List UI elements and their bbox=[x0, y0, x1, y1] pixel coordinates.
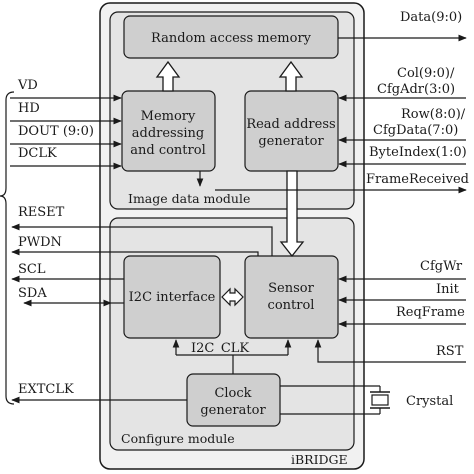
signal-reset-label: RESET bbox=[18, 205, 65, 220]
readaddr-to-sensor-hollow-arrow bbox=[279, 170, 305, 258]
image-data-module-label: Image data module bbox=[128, 191, 250, 206]
input-signals-bracket bbox=[0, 91, 15, 405]
signal-pwdn-label: PWDN bbox=[18, 235, 62, 250]
signal-dclk-label: DCLK bbox=[18, 146, 57, 161]
readaddr-to-ram-hollow-arrow bbox=[278, 60, 304, 92]
signal-byteindex-label: ByteIndex(1:0) bbox=[369, 145, 467, 160]
clock-generator-label-line2: generator bbox=[200, 403, 266, 418]
signal-cfgwr-label: CfgWr bbox=[420, 259, 463, 274]
ram-block bbox=[123, 15, 339, 59]
sensor-control-label-line1: Sensor bbox=[268, 281, 314, 296]
signal-framereceived-label: FrameReceived bbox=[366, 172, 469, 187]
memory-addressing-label-line3: and control bbox=[130, 143, 205, 158]
signal-rst-label: RST bbox=[436, 344, 464, 359]
signal-extclk-label: EXTCLK bbox=[18, 382, 74, 397]
signal-data-label: Data(9:0) bbox=[400, 10, 462, 25]
signal-pwdn-line bbox=[11, 248, 259, 256]
signal-scl-label: SCL bbox=[18, 262, 46, 277]
signal-cfgadr-label: CfgAdr(3:0) bbox=[377, 82, 455, 97]
i2c-interface-label: I2C interface bbox=[129, 290, 216, 305]
crystal-label: Crystal bbox=[406, 394, 453, 409]
configure-module-label: Configure module bbox=[121, 431, 235, 446]
signal-cfgdata-label: CfgData(7:0) bbox=[373, 123, 458, 138]
mem-to-ram-hollow-arrow bbox=[155, 60, 181, 92]
i2c-interface-block bbox=[123, 255, 221, 339]
sensor-control-block bbox=[244, 255, 339, 339]
signal-hd-label: HD bbox=[18, 101, 40, 116]
memory-addressing-label-line1: Memory bbox=[141, 109, 196, 124]
signal-sda-label: SDA bbox=[18, 286, 47, 301]
memory-addressing-label-line2: addressing bbox=[132, 126, 205, 141]
read-address-label-line1: Read address bbox=[246, 117, 335, 132]
signal-reqframe-label: ReqFrame bbox=[396, 305, 465, 320]
i2c-clk-label: I2C_CLK bbox=[191, 341, 249, 356]
signal-init-label: Init bbox=[436, 282, 460, 297]
i2c-sensor-bidirectional-arrow bbox=[221, 287, 244, 307]
signal-vd-label: VD bbox=[17, 78, 38, 93]
ram-label: Random access memory bbox=[151, 31, 312, 46]
signal-dout-label: DOUT (9:0) bbox=[18, 124, 94, 139]
sensor-control-label-line2: control bbox=[268, 298, 315, 313]
signal-col-label: Col(9:0)/ bbox=[397, 66, 455, 81]
clock-generator-label-line1: Clock bbox=[214, 386, 251, 401]
crystal-icon bbox=[371, 394, 389, 406]
signal-reset-line bbox=[11, 223, 273, 256]
read-address-label-line2: generator bbox=[258, 134, 324, 149]
ibridge-label: iBRIDGE bbox=[291, 452, 348, 467]
signal-row-label: Row(8:0)/ bbox=[401, 107, 466, 122]
signal-rst-line bbox=[314, 339, 466, 363]
